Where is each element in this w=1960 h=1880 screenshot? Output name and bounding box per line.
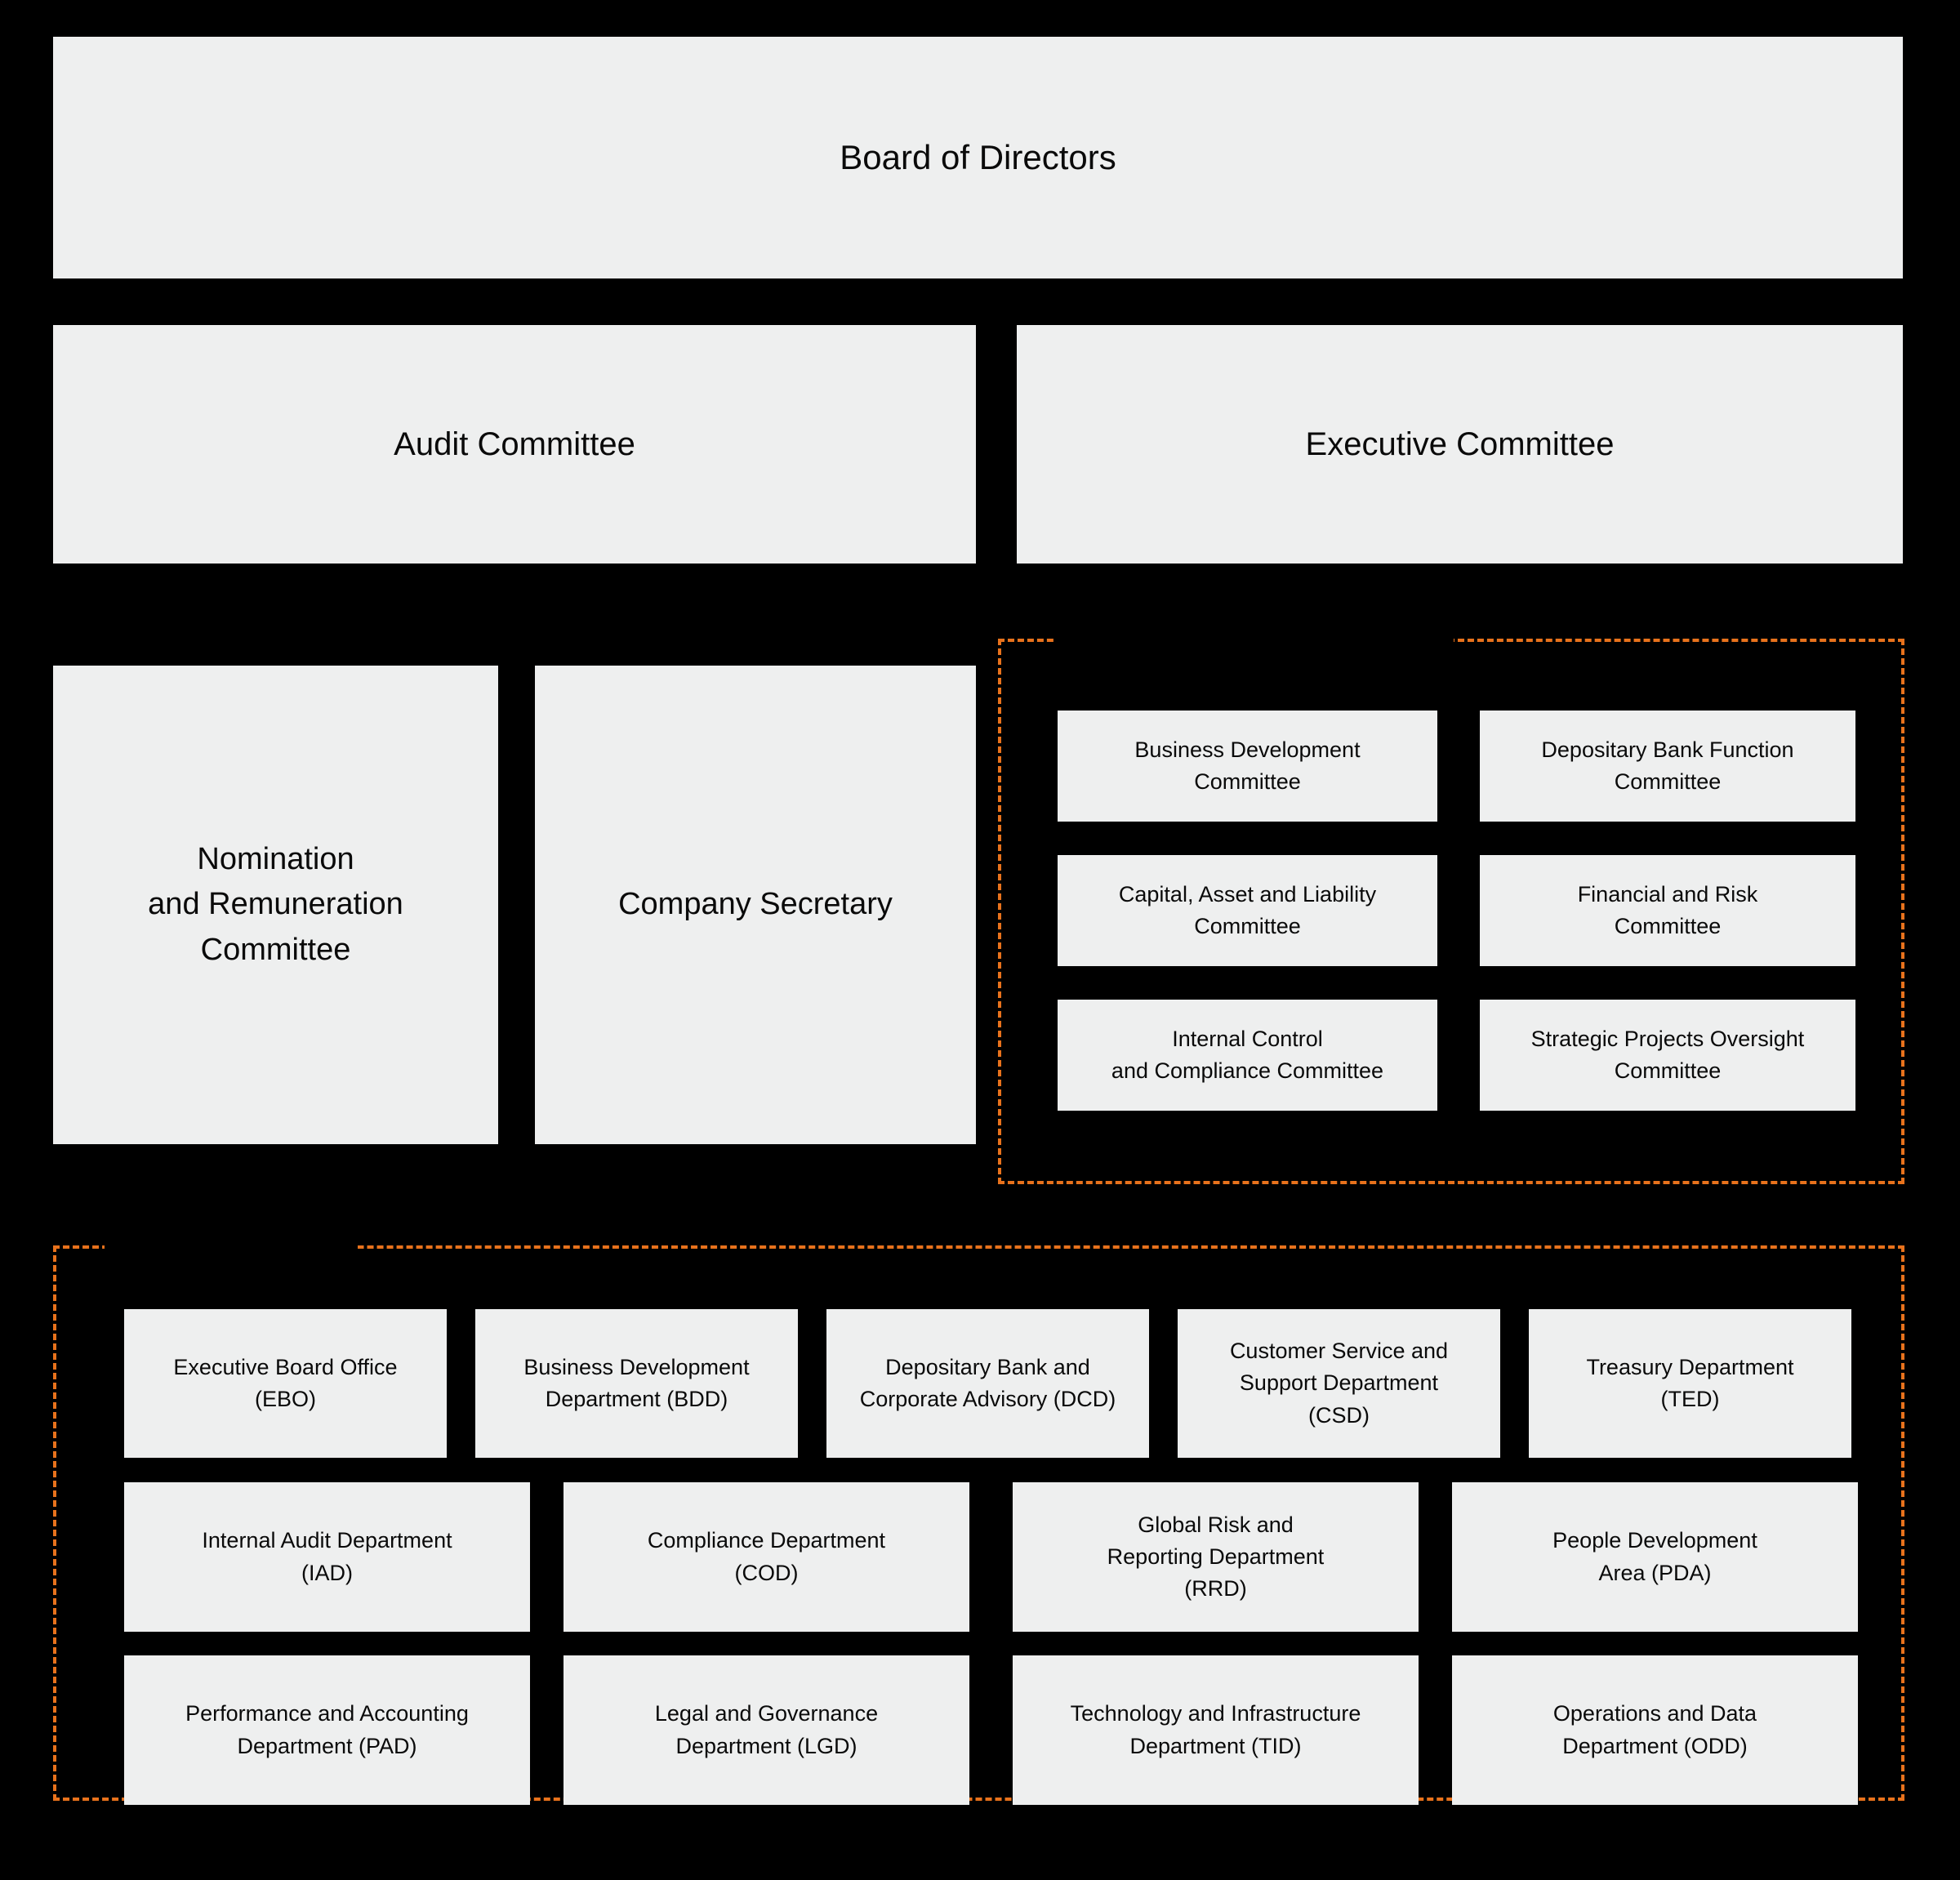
node-depositary-bank-and-corporate-advisory[interactable]: Depositary Bank and Corporate Advisory (… xyxy=(826,1309,1149,1458)
node-capital-asset-and-liability-committee[interactable]: Capital, Asset and Liability Committee xyxy=(1058,855,1437,966)
node-business-development-department[interactable]: Business Development Department (BDD) xyxy=(475,1309,798,1458)
node-compliance-department[interactable]: Compliance Department (COD) xyxy=(564,1482,969,1632)
node-internal-control-and-compliance-committee[interactable]: Internal Control and Compliance Committe… xyxy=(1058,1000,1437,1111)
node-board-of-directors[interactable]: Board of Directors xyxy=(53,37,1903,278)
node-strategic-projects-oversight-committee[interactable]: Strategic Projects Oversight Committee xyxy=(1480,1000,1855,1111)
node-internal-audit-department[interactable]: Internal Audit Department (IAD) xyxy=(124,1482,530,1632)
node-customer-service-and-support-department[interactable]: Customer Service and Support Department … xyxy=(1178,1309,1500,1458)
node-nomination-and-remuneration-committee[interactable]: Nomination and Remuneration Committee xyxy=(53,666,498,1144)
node-people-development-area[interactable]: People Development Area (PDA) xyxy=(1452,1482,1858,1632)
node-executive-committee[interactable]: Executive Committee xyxy=(1017,325,1903,564)
departments-boundary-notch xyxy=(105,1242,358,1250)
management-committees-boundary-notch xyxy=(1055,635,1454,644)
node-financial-and-risk-committee[interactable]: Financial and Risk Committee xyxy=(1480,855,1855,966)
node-company-secretary[interactable]: Company Secretary xyxy=(535,666,976,1144)
node-operations-and-data-department[interactable]: Operations and Data Department (ODD) xyxy=(1452,1655,1858,1805)
node-audit-committee[interactable]: Audit Committee xyxy=(53,325,976,564)
node-global-risk-and-reporting-department[interactable]: Global Risk and Reporting Department (RR… xyxy=(1013,1482,1419,1632)
node-technology-and-infrastructure-department[interactable]: Technology and Infrastructure Department… xyxy=(1013,1655,1419,1805)
node-business-development-committee[interactable]: Business Development Committee xyxy=(1058,711,1437,822)
node-depositary-bank-function-committee[interactable]: Depositary Bank Function Committee xyxy=(1480,711,1855,822)
node-performance-and-accounting-department[interactable]: Performance and Accounting Department (P… xyxy=(124,1655,530,1805)
node-legal-and-governance-department[interactable]: Legal and Governance Department (LGD) xyxy=(564,1655,969,1805)
node-executive-board-office[interactable]: Executive Board Office (EBO) xyxy=(124,1309,447,1458)
node-treasury-department[interactable]: Treasury Department (TED) xyxy=(1529,1309,1851,1458)
